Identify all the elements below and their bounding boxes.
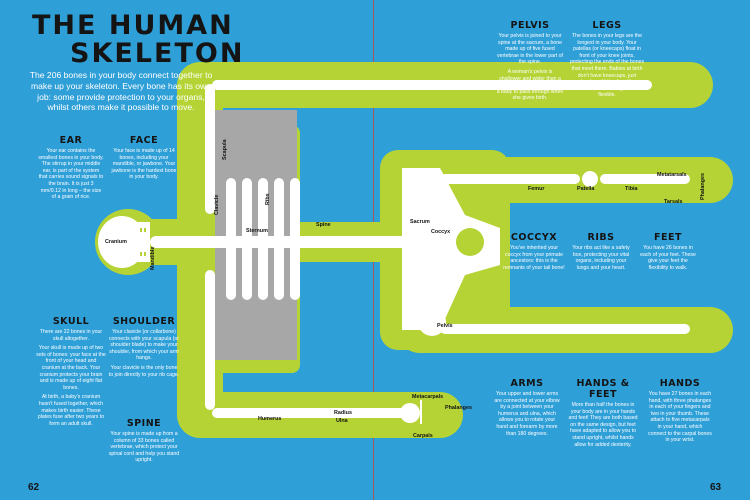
label-cranium: Cranium (105, 239, 127, 245)
section-text: You have 27 bones in each hand, with thr… (648, 391, 712, 444)
label-femur: Femur (528, 186, 545, 192)
section-text: Your clavicle is the only bone to join d… (108, 364, 180, 378)
spine-vertebrae (150, 236, 420, 248)
section-face: FACE Your face is made up of 14 bones, i… (110, 135, 178, 184)
section-text: A woman's pelvis is shallower and wider … (496, 68, 564, 102)
label-sternum: Sternum (246, 228, 268, 234)
page-title: THE HUMAN SKELETON (32, 12, 244, 68)
label-sacrum: Sacrum (410, 219, 430, 225)
section-arms: ARMS Your upper and lower arms are conne… (494, 378, 560, 440)
section-text: Your upper and lower arms are connected … (494, 391, 560, 437)
section-spine: SPINE Your spine is made up from a colum… (108, 418, 180, 467)
section-feet: FEET You have 26 bones in each of your f… (638, 232, 698, 274)
section-text: You've inherited your coccyx from your p… (503, 245, 565, 271)
section-text: Your ribs act like a safety box, protect… (572, 245, 630, 271)
label-phalanges-foot: Phalanges (700, 173, 706, 200)
section-heading: SHOULDER (112, 316, 176, 327)
section-heading: HANDS & FEET (576, 378, 630, 400)
section-text: Your pelvis is joined to your spine at t… (496, 33, 564, 66)
section-heading: FACE (129, 135, 159, 146)
section-shoulder: SHOULDER Your clavicle (or collarbone) c… (108, 316, 180, 381)
title-line-2: SKELETON (70, 38, 245, 69)
section-hands: HANDS You have 27 bones in each hand, wi… (648, 378, 712, 447)
label-metatarsals: Metatarsals (657, 172, 687, 178)
label-metacarpals: Metacarpals (412, 394, 444, 400)
section-heading: SKULL (52, 316, 90, 327)
leg-bones (440, 171, 690, 334)
section-text: At birth, a baby's cranium hasn't fused … (37, 394, 105, 427)
section-hands-feet: HANDS & FEET More than half the bones in… (566, 378, 640, 451)
upper-arm-bones (205, 80, 652, 214)
section-heading: FEET (654, 232, 682, 243)
label-carpals: Carpals (413, 433, 433, 439)
section-heading: COCCYX (510, 232, 558, 243)
label-coccyx: Coccyx (431, 229, 451, 235)
section-heading: RIBS (587, 232, 615, 243)
section-coccyx: COCCYX You've inherited your coccyx from… (503, 232, 565, 274)
section-heading: HANDS (659, 378, 701, 389)
section-heading: SPINE (126, 418, 162, 429)
page-number-left: 62 (28, 482, 40, 493)
label-mandible: Mandible (150, 246, 156, 270)
skull-icon (98, 216, 150, 268)
label-tibia: Tibia (625, 186, 638, 192)
section-heading: ARMS (510, 378, 544, 389)
label-spine: Spine (316, 222, 331, 228)
section-ear: EAR Your ear contains the smallest bones… (38, 135, 104, 204)
pelvis-bone (402, 168, 500, 336)
label-humerus: Humerus (258, 416, 282, 422)
section-pelvis: PELVIS Your pelvis is joined to your spi… (496, 20, 564, 105)
section-ribs: RIBS Your ribs act like a safety box, pr… (570, 232, 632, 274)
label-ulna: Ulna (336, 418, 348, 424)
label-clavicle: Clavicle (214, 194, 220, 215)
section-text: Your skull is made up of two sets of bon… (36, 345, 106, 391)
label-ribs: Ribs (265, 193, 271, 205)
section-text: More than half the bones in your body ar… (568, 402, 638, 448)
title-line-1: THE HUMAN (32, 10, 234, 41)
section-heading: EAR (59, 135, 83, 146)
intro-paragraph: The 206 bones in your body connect toget… (29, 70, 213, 113)
label-tarsals: Tarsals (664, 199, 683, 205)
section-text: Your ear contains the smallest bones in … (38, 148, 104, 201)
section-legs: LEGS The bones in your legs are the long… (568, 20, 646, 102)
section-text: Your spine is made up from a column of 3… (108, 431, 180, 464)
section-skull: SKULL There are 22 bones in your skull a… (36, 316, 106, 430)
lower-arm-bones (205, 270, 422, 424)
section-text: There are 22 bones in your skull altoget… (39, 329, 103, 342)
section-text: You have 26 bones in each of your feet. … (640, 245, 696, 271)
label-patella: Patella (577, 186, 595, 192)
page-number-right: 63 (710, 482, 722, 493)
label-phalanges-hand: Phalanges (445, 405, 472, 411)
section-heading: PELVIS (510, 20, 550, 31)
label-pelvis: Pelvis (437, 323, 453, 329)
section-text: Your clavicle (or collarbone) connects w… (108, 329, 180, 362)
section-heading: LEGS (592, 20, 622, 31)
label-scapula: Scapula (222, 139, 228, 160)
label-radius: Radius (334, 410, 352, 416)
section-text: Your face is made up of 14 bones, includ… (111, 148, 177, 181)
section-text: The bones in your legs are the longest i… (569, 33, 645, 99)
